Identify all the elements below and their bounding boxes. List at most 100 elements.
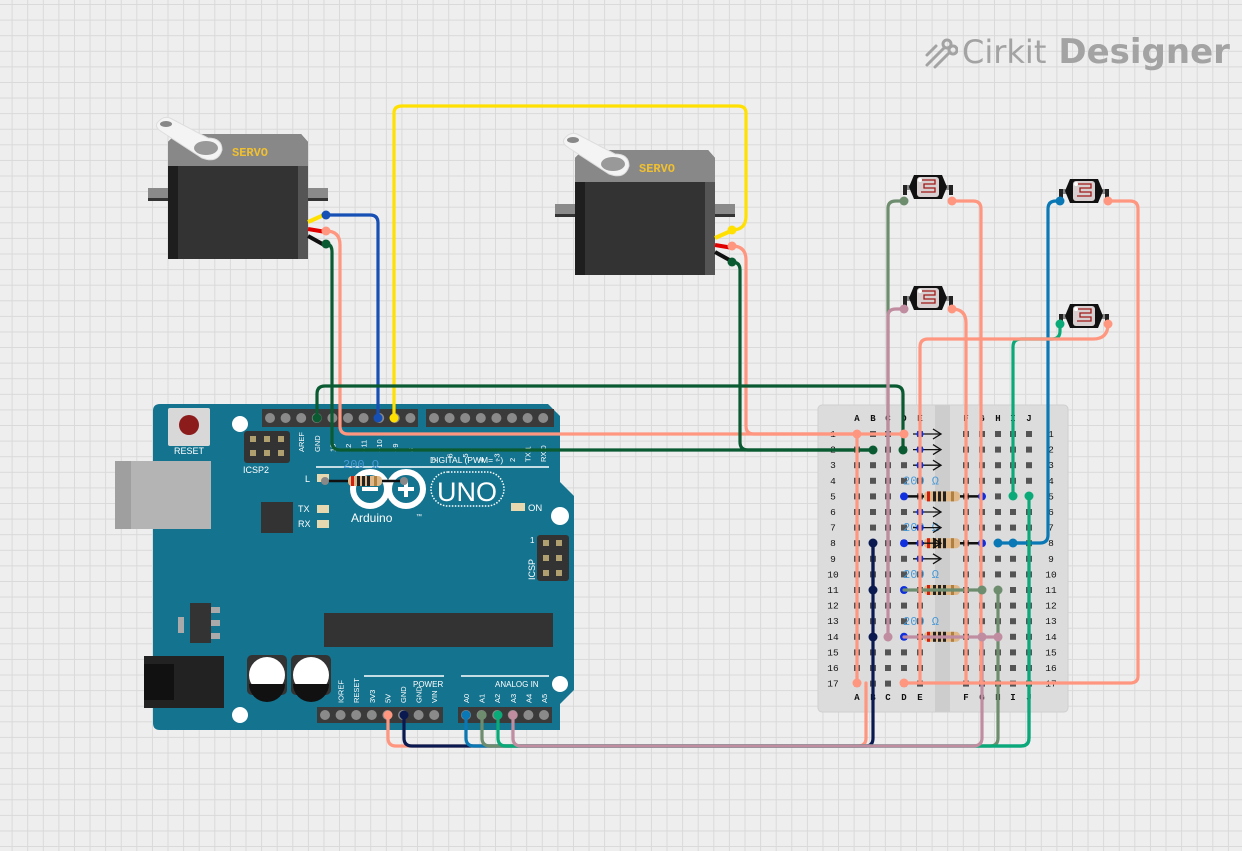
wire-endpoint[interactable] bbox=[1024, 491, 1034, 501]
wire-endpoint[interactable] bbox=[493, 710, 503, 720]
breadboard-hole[interactable] bbox=[870, 524, 876, 531]
wire-endpoint[interactable] bbox=[868, 538, 878, 548]
breadboard-hole[interactable] bbox=[870, 493, 876, 500]
wire-endpoint[interactable] bbox=[321, 239, 331, 249]
ldr3-wire[interactable] bbox=[886, 307, 906, 639]
ldr1-wire[interactable] bbox=[886, 199, 906, 592]
wire-endpoint[interactable] bbox=[399, 710, 409, 720]
breadboard-hole[interactable] bbox=[901, 462, 907, 469]
ldr1-return[interactable] bbox=[950, 199, 983, 685]
wire-endpoint[interactable] bbox=[977, 585, 987, 595]
power-pin[interactable] bbox=[335, 710, 346, 720]
breadboard-hole[interactable] bbox=[901, 602, 907, 609]
servo-motor-2[interactable]: SERVO bbox=[555, 132, 735, 275]
breadboard-hole[interactable] bbox=[1010, 509, 1016, 515]
power-pin[interactable] bbox=[366, 710, 377, 720]
breadboard-hole[interactable] bbox=[995, 462, 1001, 469]
photoresistor[interactable] bbox=[1059, 179, 1109, 203]
wire-endpoint[interactable] bbox=[899, 678, 909, 688]
servo-motor-1[interactable]: SERVO bbox=[148, 116, 328, 259]
digital-pin[interactable] bbox=[522, 413, 533, 423]
wire-endpoint[interactable] bbox=[1055, 319, 1065, 329]
breadboard-hole[interactable] bbox=[1010, 571, 1016, 578]
wire-endpoint[interactable] bbox=[383, 710, 393, 720]
photoresistor[interactable] bbox=[903, 175, 953, 199]
breadboard-hole[interactable] bbox=[1010, 633, 1016, 640]
servo2-signal-wire[interactable] bbox=[392, 104, 748, 420]
wire-endpoint[interactable] bbox=[312, 413, 322, 423]
analog-pin[interactable] bbox=[523, 710, 534, 720]
reset-button[interactable] bbox=[168, 408, 210, 446]
breadboard-hole[interactable] bbox=[1026, 462, 1032, 469]
wire-endpoint[interactable] bbox=[1103, 319, 1113, 329]
wire-endpoint[interactable] bbox=[852, 678, 862, 688]
wire-endpoint[interactable] bbox=[1008, 538, 1018, 548]
breadboard-hole[interactable] bbox=[870, 477, 876, 484]
servo2-ground-wire[interactable] bbox=[730, 260, 875, 452]
wire-endpoint[interactable] bbox=[1008, 491, 1018, 501]
breadboard-hole[interactable] bbox=[1010, 665, 1016, 671]
power-pin[interactable] bbox=[320, 710, 330, 720]
servo2-power-wire[interactable] bbox=[730, 244, 859, 436]
wire-endpoint[interactable] bbox=[947, 196, 957, 206]
breadboard-hole[interactable] bbox=[1010, 524, 1016, 531]
wire-endpoint[interactable] bbox=[883, 632, 893, 642]
wire-endpoint[interactable] bbox=[1103, 196, 1113, 206]
breadboard-hole[interactable] bbox=[885, 665, 891, 671]
digital-pin[interactable] bbox=[265, 413, 275, 423]
breadboard-hole[interactable] bbox=[1010, 649, 1016, 656]
breadboard-hole[interactable] bbox=[901, 571, 907, 578]
wire-endpoint[interactable] bbox=[727, 225, 737, 235]
digital-pin[interactable] bbox=[405, 413, 416, 423]
power-pin[interactable] bbox=[429, 710, 440, 720]
breadboard-hole[interactable] bbox=[1010, 555, 1016, 562]
breadboard-hole[interactable] bbox=[901, 618, 907, 625]
wire-endpoint[interactable] bbox=[389, 413, 399, 423]
photoresistor[interactable] bbox=[1059, 304, 1109, 328]
breadboard-hole[interactable] bbox=[1026, 477, 1032, 484]
onboard-resistor[interactable] bbox=[321, 476, 408, 486]
breadboard-hole[interactable] bbox=[995, 571, 1001, 578]
analog-pin[interactable] bbox=[539, 710, 549, 720]
digital-pin[interactable] bbox=[507, 413, 517, 423]
wire-endpoint[interactable] bbox=[947, 304, 957, 314]
breadboard-hole[interactable] bbox=[995, 431, 1001, 437]
wire-endpoint[interactable] bbox=[1055, 196, 1065, 206]
wire-endpoint[interactable] bbox=[993, 585, 1003, 595]
wire-endpoint[interactable] bbox=[727, 241, 737, 251]
wire-endpoint[interactable] bbox=[477, 710, 487, 720]
servo1-power-wire[interactable] bbox=[324, 229, 906, 436]
digital-pin[interactable] bbox=[444, 413, 455, 423]
power-pin[interactable] bbox=[413, 710, 424, 720]
digital-pin[interactable] bbox=[343, 413, 353, 423]
digital-pin[interactable] bbox=[460, 413, 471, 423]
wire-endpoint[interactable] bbox=[898, 445, 908, 455]
gnd-bus-wire[interactable] bbox=[315, 384, 905, 452]
wire-endpoint[interactable] bbox=[899, 429, 909, 439]
digital-pin[interactable] bbox=[280, 413, 291, 423]
breadboard-hole[interactable] bbox=[901, 665, 907, 671]
ldr4-return[interactable] bbox=[918, 322, 1110, 685]
wire-endpoint[interactable] bbox=[899, 304, 909, 314]
ldr2-wire[interactable] bbox=[996, 199, 1062, 545]
breadboard-hole[interactable] bbox=[885, 680, 891, 687]
servo1-signal-wire[interactable] bbox=[324, 213, 380, 420]
breadboard-hole[interactable] bbox=[995, 555, 1001, 562]
wire-endpoint[interactable] bbox=[852, 429, 862, 439]
wire-endpoint[interactable] bbox=[373, 413, 383, 423]
breadboard-hole[interactable] bbox=[885, 649, 891, 656]
wire-endpoint[interactable] bbox=[508, 710, 518, 720]
breadboard-hole[interactable] bbox=[1010, 602, 1016, 609]
wire-endpoint[interactable] bbox=[977, 632, 987, 642]
wire-endpoint[interactable] bbox=[899, 196, 909, 206]
wire-endpoint[interactable] bbox=[727, 257, 737, 267]
breadboard-hole[interactable] bbox=[1026, 431, 1032, 437]
breadboard-hole[interactable] bbox=[870, 509, 876, 515]
digital-pin[interactable] bbox=[475, 413, 486, 423]
wire-endpoint[interactable] bbox=[868, 585, 878, 595]
breadboard-hole[interactable] bbox=[1010, 587, 1016, 593]
ldr2-return[interactable] bbox=[902, 199, 1140, 685]
digital-pin[interactable] bbox=[538, 413, 549, 423]
